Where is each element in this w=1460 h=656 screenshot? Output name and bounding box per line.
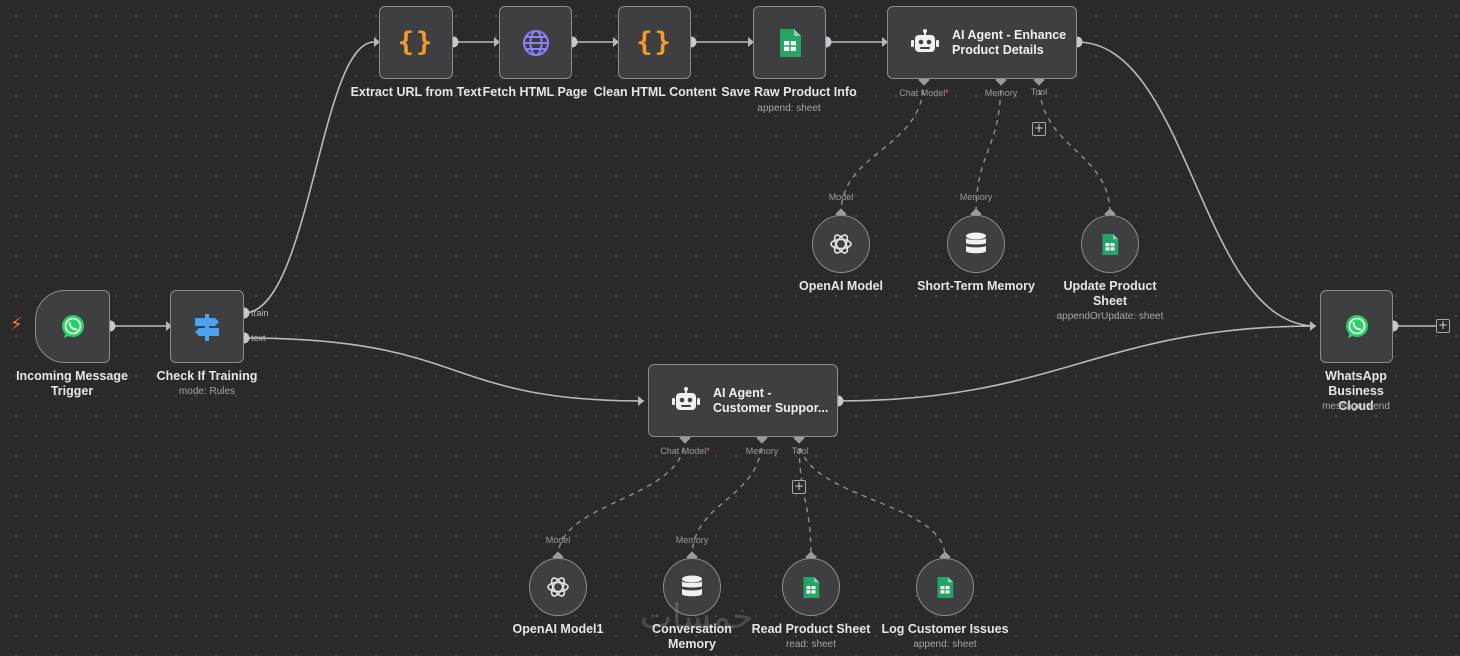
node-whatsapp-business-cloud[interactable]: [1320, 290, 1393, 363]
node-label: Check If Training: [156, 369, 258, 383]
port-label-chat-model: Chat Model*: [899, 88, 949, 98]
port-label-model: Model: [545, 535, 571, 545]
code-braces-icon: {}: [397, 27, 435, 58]
port-label-memory: Memory: [984, 88, 1018, 98]
wire-train-to-extract: [243, 41, 375, 314]
node-label: OpenAI Model1: [512, 622, 604, 636]
google-sheets-icon: [1101, 233, 1119, 256]
whatsapp-icon: [1342, 312, 1372, 342]
port-label-tool: Tool: [791, 446, 809, 456]
node-label: OpenAI Model: [798, 279, 884, 293]
wire-agent-to-whatsapp: [1076, 41, 1317, 327]
add-node-button[interactable]: +: [1436, 318, 1450, 333]
node-label: Fetch HTML Page: [482, 85, 588, 99]
node-save-raw-product-info[interactable]: [753, 6, 826, 79]
node-clean-html[interactable]: {}: [618, 6, 691, 79]
robot-icon: [910, 28, 940, 57]
node-subtitle: mode: Rules: [178, 386, 236, 397]
wire-enhance-model: [840, 79, 925, 215]
node-ai-agent-enhance[interactable]: AI Agent - Enhance Product Details: [887, 6, 1077, 79]
node-label: Update Product Sheet: [1063, 279, 1157, 308]
agent-title: AI Agent - Enhance Product Details: [952, 27, 1067, 57]
wire-support-to-whatsapp: [837, 325, 1317, 402]
node-label: Read Product Sheet: [751, 622, 871, 636]
whatsapp-icon: [58, 312, 88, 342]
node-subtitle: message: send: [1322, 401, 1390, 412]
database-icon: [681, 575, 703, 599]
wire-support-model: [557, 437, 686, 558]
port-label-memory: Memory: [959, 192, 993, 202]
port-label-memory: Memory: [675, 535, 709, 545]
node-short-term-memory[interactable]: [947, 215, 1005, 273]
openai-icon: [828, 231, 854, 257]
node-openai-model[interactable]: [812, 215, 870, 273]
node-subtitle: append: sheet: [913, 639, 977, 650]
globe-icon: [521, 28, 551, 58]
node-label: Log Customer Issues: [881, 622, 1009, 636]
wire-enhance-memory: [975, 79, 1002, 215]
robot-icon: [671, 386, 701, 415]
node-label: Incoming Message Trigger: [16, 369, 128, 398]
google-sheets-icon: [778, 28, 802, 58]
node-extract-url[interactable]: {}: [379, 6, 453, 79]
node-update-product-sheet[interactable]: [1081, 215, 1139, 273]
node-ai-agent-customer-support[interactable]: AI Agent - Customer Suppor...: [648, 364, 838, 437]
output-label-train: train: [251, 308, 269, 318]
google-sheets-icon: [802, 576, 820, 599]
node-label: Conversation Memory: [652, 622, 732, 651]
port-label-tool: Tool: [1030, 87, 1048, 97]
node-label: Short-Term Memory: [917, 279, 1035, 293]
database-icon: [965, 232, 987, 256]
node-subtitle: appendOrUpdate: sheet: [1056, 311, 1164, 322]
node-check-if-training[interactable]: [170, 290, 244, 363]
wire-enhance-tool: [1038, 79, 1111, 215]
node-read-product-sheet[interactable]: [782, 558, 840, 616]
signpost-icon: [191, 311, 223, 343]
trigger-bolt-icon: ⚡: [10, 314, 23, 335]
node-label: WhatsApp Business Cloud: [1325, 369, 1387, 413]
add-tool-button[interactable]: +: [1032, 121, 1046, 136]
node-label: Extract URL from Text: [350, 85, 482, 99]
wire-support-tool-log: [798, 437, 946, 558]
port-label-chat-model: Chat Model*: [660, 446, 710, 456]
node-label: Clean HTML Content: [593, 85, 717, 99]
wire-support-memory: [691, 437, 763, 558]
wire-support-tool-read: [798, 437, 812, 558]
output-label-text: text: [251, 333, 266, 343]
openai-icon: [545, 574, 571, 600]
google-sheets-icon: [936, 576, 954, 599]
wire-text-to-support: [243, 337, 645, 402]
node-subtitle: read: sheet: [785, 639, 837, 650]
node-openai-model1[interactable]: [529, 558, 587, 616]
port-label-model: Model: [828, 192, 854, 202]
node-fetch-html[interactable]: [499, 6, 572, 79]
node-incoming-message-trigger[interactable]: [35, 290, 110, 363]
node-subtitle: append: sheet: [757, 103, 821, 114]
agent-title: AI Agent - Customer Suppor...: [713, 385, 829, 415]
port-label-memory: Memory: [745, 446, 779, 456]
node-conversation-memory[interactable]: [663, 558, 721, 616]
code-braces-icon: {}: [636, 27, 673, 58]
node-log-customer-issues[interactable]: [916, 558, 974, 616]
add-tool-button[interactable]: +: [792, 479, 806, 494]
node-label: Save Raw Product Info: [721, 85, 857, 99]
